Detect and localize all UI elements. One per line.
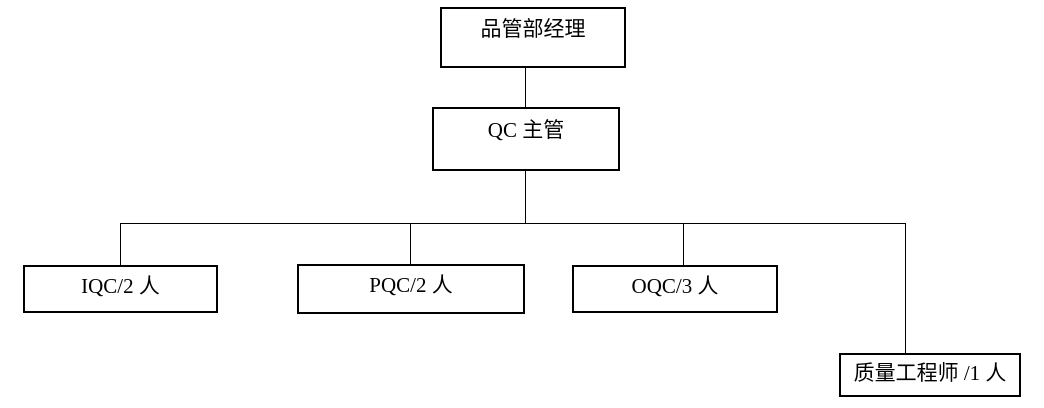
connector-drop-engineer: [905, 223, 906, 353]
node-department-manager: 品管部经理: [440, 7, 626, 68]
node-oqc-label: OQC/3 人: [631, 274, 719, 298]
node-qc-supervisor-label: QC 主管: [487, 118, 565, 142]
node-iqc: IQC/2 人: [23, 265, 218, 313]
connector-drop-oqc: [683, 223, 684, 265]
node-pqc: PQC/2 人: [297, 264, 525, 314]
node-qc-supervisor: QC 主管: [432, 107, 620, 171]
node-department-manager-label: 品管部经理: [480, 17, 586, 41]
connector-drop-iqc: [120, 223, 121, 265]
connector-horizontal-spine: [120, 223, 906, 224]
node-quality-engineer: 质量工程师 /1 人: [839, 353, 1021, 397]
connector-supervisor-spine: [525, 171, 526, 224]
node-iqc-label: IQC/2 人: [81, 274, 160, 298]
connector-manager-supervisor: [525, 68, 526, 107]
node-oqc: OQC/3 人: [572, 265, 778, 313]
connector-drop-pqc: [410, 223, 411, 264]
node-pqc-label: PQC/2 人: [369, 273, 453, 297]
node-quality-engineer-label: 质量工程师 /1 人: [853, 361, 1007, 385]
